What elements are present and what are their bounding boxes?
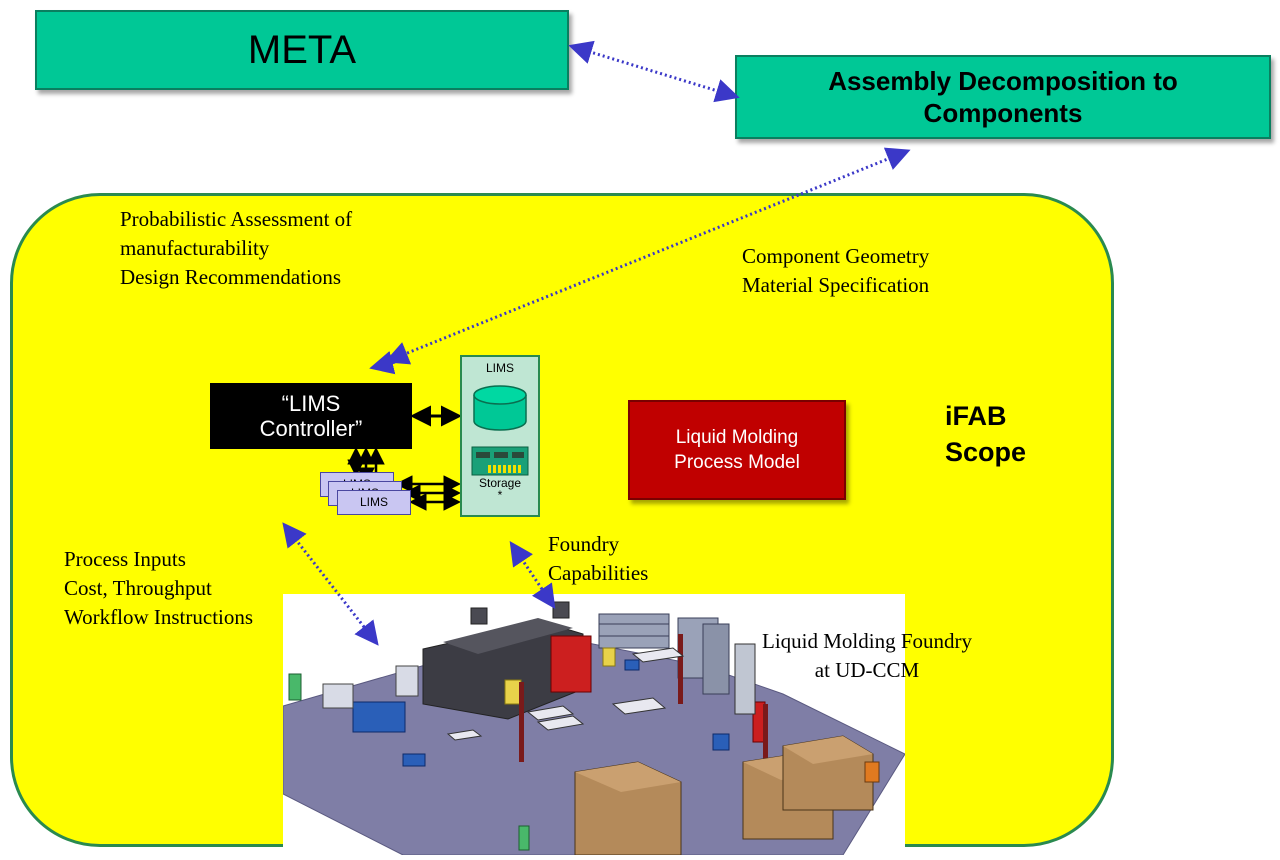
assessment-text: Probabilistic Assessment of manufacturab… xyxy=(120,205,352,292)
factory-table-4 xyxy=(446,729,483,741)
factory-column-2 xyxy=(678,634,683,704)
factory-red-cabinet xyxy=(550,635,592,693)
ifab-scope-label: iFAB Scope xyxy=(945,398,1026,470)
factory-shelf-3 xyxy=(702,623,730,695)
geometry-line-1: Component Geometry xyxy=(742,244,930,268)
lims-controller-box: “LIMS Controller” xyxy=(210,383,412,449)
ifab-line-1: iFAB xyxy=(945,401,1007,431)
assembly-line-1: Assembly Decomposition to xyxy=(828,65,1178,96)
factory-green-panel-1 xyxy=(288,673,302,701)
factory-tall-machine xyxy=(734,643,756,715)
arrow-assembly-lims-second xyxy=(369,350,396,375)
factory-white-machine xyxy=(322,683,354,709)
storage-label-text: Storage xyxy=(478,476,522,490)
lims-controller-line-1: “LIMS xyxy=(281,391,341,416)
factory-green-panel-2 xyxy=(518,825,530,851)
database-icon xyxy=(471,385,529,476)
factory-blue-machine-1 xyxy=(352,701,406,733)
lims-controller-line-2: Controller” xyxy=(259,416,363,441)
foundry-label-line-1: Liquid Molding Foundry xyxy=(762,629,973,653)
factory-hood-top xyxy=(443,618,573,654)
factory-blue-machine-4 xyxy=(624,659,640,671)
foundry-capabilities-line-2: Capabilities xyxy=(548,561,649,585)
lims-storage-box: LIMS Storage * xyxy=(460,355,540,517)
lims-card-front: LIMS xyxy=(337,490,411,515)
foundry-floor-drawing xyxy=(282,601,906,856)
assembly-line-2: Components xyxy=(923,98,1083,128)
process-inputs-line-3: Workflow Instructions xyxy=(64,605,254,629)
factory-table-5 xyxy=(631,647,685,663)
foundry-capabilities-text: Foundry Capabilities xyxy=(548,530,648,588)
meta-box: META xyxy=(35,10,569,90)
meta-label: META xyxy=(247,27,357,72)
foundry-illustration xyxy=(282,594,906,856)
arrow-foundry-capabilities xyxy=(509,541,556,609)
factory-column-1 xyxy=(519,682,524,762)
process-inputs-line-1: Process Inputs xyxy=(64,547,186,571)
factory-table-2 xyxy=(536,715,585,731)
storage-label: Storage * xyxy=(462,477,538,501)
ifab-line-2: Scope xyxy=(945,437,1027,467)
process-model-box: Liquid Molding Process Model xyxy=(628,400,846,500)
factory-yellow-frame-2 xyxy=(602,647,616,667)
process-inputs-line-2: Cost, Throughput xyxy=(64,576,212,600)
assessment-line-1: Probabilistic Assessment of xyxy=(120,207,353,231)
foundry-label-line-2: at UD-CCM xyxy=(814,658,920,682)
foundry-label: Liquid Molding Foundry at UD-CCM xyxy=(762,627,972,685)
factory-shelf-1 xyxy=(598,613,670,649)
geometry-line-2: Material Specification xyxy=(742,273,930,297)
factory-table-1 xyxy=(526,705,575,721)
assembly-decomposition-box: Assembly Decomposition to Components xyxy=(735,55,1271,139)
factory-booth-1-top xyxy=(575,762,681,792)
factory-column-3 xyxy=(763,704,768,794)
lims-storage-title: LIMS xyxy=(485,361,514,375)
geometry-text: Component Geometry Material Specificatio… xyxy=(742,242,929,300)
factory-white-machine-2 xyxy=(395,665,419,697)
factory-table-3 xyxy=(611,697,667,715)
assessment-line-2: manufacturability xyxy=(120,236,270,260)
foundry-capabilities-line-1: Foundry xyxy=(548,532,620,556)
arrow-meta-assembly xyxy=(568,40,740,103)
process-model-line-2: Process Model xyxy=(674,452,800,473)
lims-card-front-label: LIMS xyxy=(359,495,388,509)
factory-chimney-left xyxy=(470,607,488,625)
process-model-line-1: Liquid Molding xyxy=(675,427,799,448)
factory-booth-3-top xyxy=(783,736,873,764)
factory-blue-machine-3 xyxy=(712,733,730,751)
factory-chimney-right xyxy=(552,601,570,619)
factory-orange-door xyxy=(864,761,880,783)
factory-blue-machine-2 xyxy=(402,753,426,767)
arrow-lims-process-inputs xyxy=(282,522,379,646)
storage-asterisk: * xyxy=(497,488,503,502)
process-inputs-text: Process Inputs Cost, Throughput Workflow… xyxy=(64,545,253,632)
assessment-line-3: Design Recommendations xyxy=(120,265,342,289)
